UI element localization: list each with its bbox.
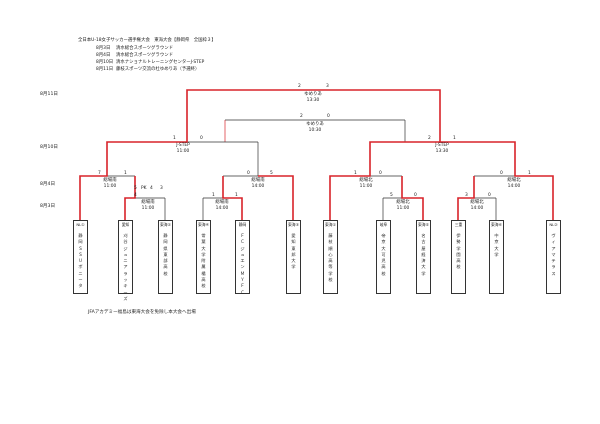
pk-score: 4 [134, 193, 137, 198]
score: 0 [247, 171, 250, 176]
score: 1 [528, 171, 531, 176]
score: 0 [200, 136, 203, 141]
score: 1 [173, 136, 176, 141]
schedule-row: 8月10日清水ナショナルトレーニングセンターJ-STEP [96, 60, 205, 66]
date-label-quarterfinal: 8月4日 [40, 182, 56, 187]
score: 0 [327, 114, 330, 119]
score: 5 [390, 193, 393, 198]
team-box: 愛知刈谷ジュニアラッキーズ [118, 220, 133, 301]
score: 0 [414, 193, 417, 198]
team-name: 静岡ＳＳＵボニータ [78, 233, 83, 289]
score: 1 [235, 193, 238, 198]
tournament-title: 全日本U-18女子サッカー選手権大会 東海大会【静岡県 全国枠３】 [78, 38, 216, 43]
score: 1 [212, 193, 215, 198]
score: 1 [354, 171, 357, 176]
score: 1 [453, 136, 456, 141]
footer-note: JFAアカデミー福島は東海大会を免除し本大会へ出場 [88, 310, 196, 315]
score: 7 [98, 171, 101, 176]
score: 5 [270, 171, 273, 176]
schedule-row: 8月3日清水総合スポーツグラウンド [96, 45, 173, 51]
team-name: 帝京大可児高校 [381, 233, 386, 276]
score: 5 [134, 186, 137, 191]
score: 1 [124, 171, 127, 176]
score: 3 [326, 84, 329, 89]
date-label-final: 8月11日 [40, 92, 58, 97]
team-box: 三重伊勢学園高校 [451, 220, 466, 294]
team-box: 岐阜帝京大可児高校 [376, 220, 391, 294]
team-name: 常葉大学附属橘高校 [201, 233, 206, 289]
team-name: 伊勢学園高校 [456, 233, 461, 270]
date-label-semifinal: 8月10日 [40, 145, 58, 150]
score: 3 [465, 193, 468, 198]
pk-label: PK [141, 186, 147, 191]
header-info: 全日本U-18女子サッカー選手権大会 東海大会【静岡県 全国枠３】 8月3日清水… [78, 37, 216, 74]
team-name: 名古屋経済大学 [421, 233, 426, 276]
schedule-row: 8月4日清水総合スポーツグラウンド [96, 52, 173, 58]
pk-score: 4 [150, 186, 153, 191]
team-name: ヴィアマテラス [551, 233, 556, 276]
score: 2 [298, 84, 301, 89]
team-name: 藤枝順心高等学校 [328, 233, 333, 283]
score: 2 [300, 114, 303, 119]
score: 0 [488, 193, 491, 198]
team-name: 中京大学 [494, 233, 499, 257]
schedule-row: 8月11日藤枝スポーツ交流の杜ゆめりあ（予選終） [96, 67, 200, 73]
team-name: 刈谷ジュニアラッキーズ [123, 233, 128, 301]
score: 0 [379, 171, 382, 176]
score: 3 [160, 186, 163, 191]
score: 0 [500, 171, 503, 176]
team-name: 静岡県東部高校 [163, 233, 168, 276]
team-name: ＦＣジュエンＭＹＦＣ [240, 233, 245, 295]
date-label-first-round: 8月3日 [40, 204, 56, 209]
score: 2 [428, 136, 431, 141]
team-name: 愛知東邦大学 [291, 233, 296, 270]
